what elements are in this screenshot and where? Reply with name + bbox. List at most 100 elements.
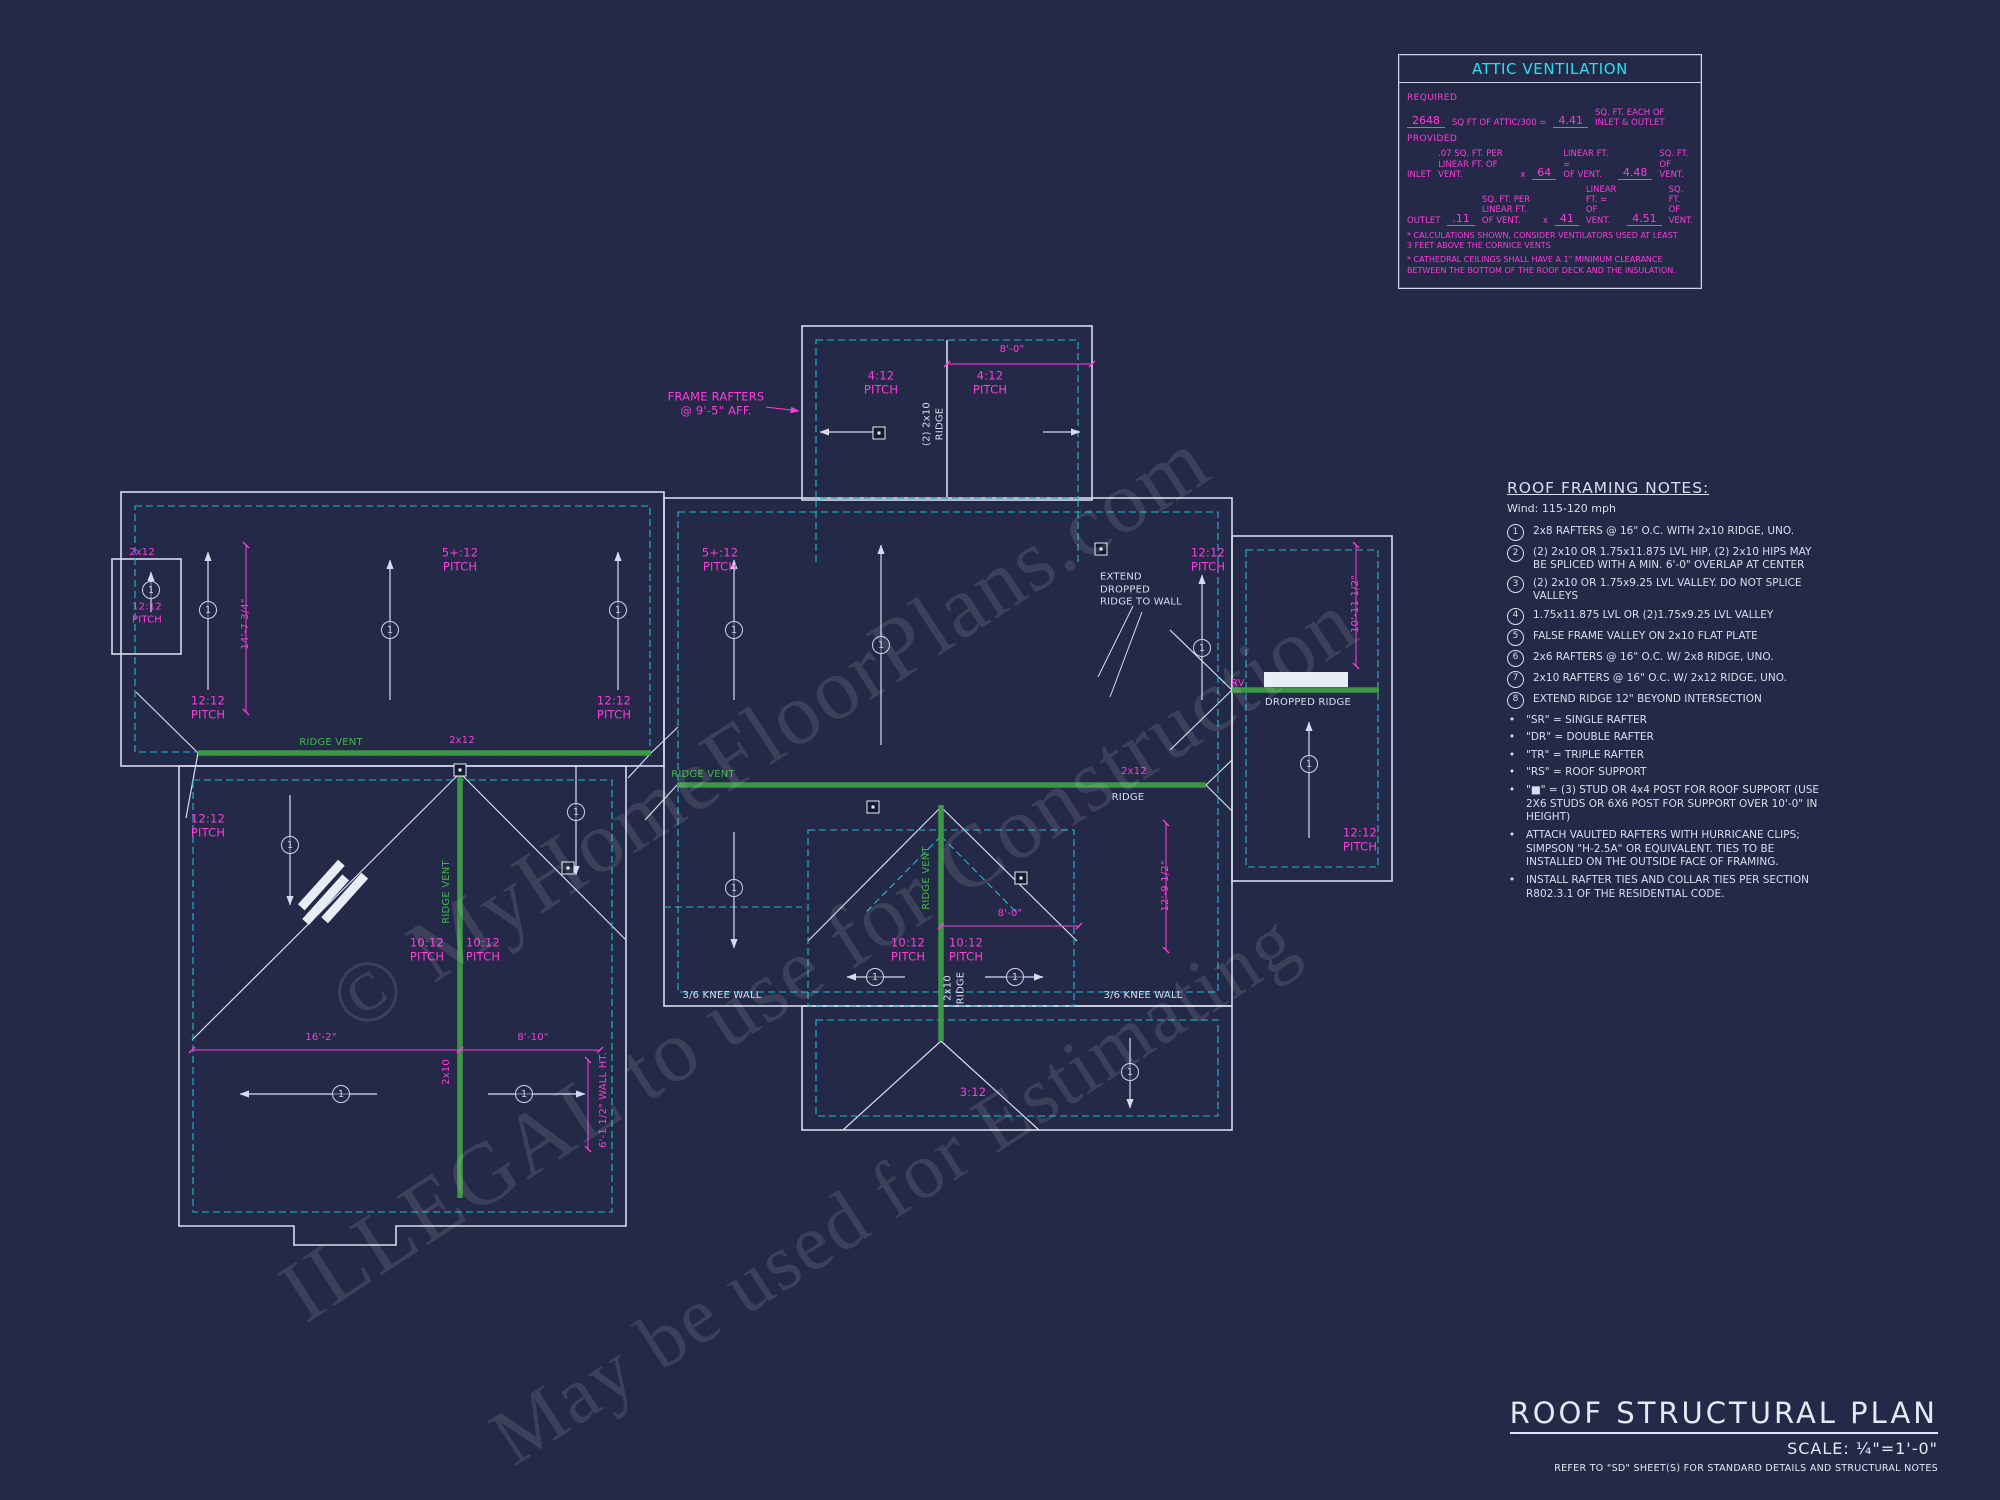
note-reference-marker: 1 — [567, 803, 585, 821]
note-text: FALSE FRAME VALLEY ON 2x10 FLAT PLATE — [1533, 629, 1758, 642]
bullet-icon: • — [1508, 713, 1516, 726]
roof-support-symbol — [872, 426, 886, 440]
bullet-icon: • — [1508, 828, 1516, 841]
plan-label: 5+:12 PITCH — [701, 545, 739, 574]
framing-note-item: 1 2x8 RAFTERS @ 16" O.C. WITH 2x10 RIDGE,… — [1507, 524, 1827, 541]
note-number-badge: 2 — [1507, 545, 1524, 562]
note-text: (2) 2x10 OR 1.75x9.25 LVL VALLEY. DO NOT… — [1533, 577, 1802, 603]
framing-notes-wind: Wind: 115-120 mph — [1507, 502, 1616, 515]
plan-label: 8'-0" — [997, 907, 1023, 919]
framing-bullets-list: •"SR" = SINGLE RAFTER•"DR" = DOUBLE RAFT… — [1507, 714, 1827, 902]
framing-bullet-item: •"TR" = TRIPLE RAFTER — [1507, 749, 1827, 763]
framing-bullet-item: •"■" = (3) STUD OR 4x4 POST FOR ROOF SUP… — [1507, 784, 1827, 825]
note-reference-marker: 1 — [866, 968, 884, 986]
note-reference-marker: 1 — [725, 879, 743, 897]
framing-notes-title: ROOF FRAMING NOTES: — [1507, 479, 1710, 497]
roof-support-dot — [566, 866, 570, 870]
note-number-badge: 3 — [1507, 576, 1524, 594]
plan-label: 2x12 — [449, 734, 475, 746]
attic-section-label: PROVIDED — [1407, 134, 1458, 145]
framing-note-item: 3 (2) 2x10 OR 1.75x9.25 LVL VALLEY. DO NO… — [1507, 576, 1827, 603]
note-reference-marker: 1 — [1193, 639, 1211, 657]
plan-label: 10:12 PITCH — [409, 935, 445, 964]
note-reference-marker: 1 — [1006, 968, 1024, 986]
ridge-vent-lines — [198, 687, 1379, 1198]
note-reference-marker: 1 — [199, 601, 217, 619]
attic-text: .07 SQ. FT. PER LINEAR FT. OF VENT. — [1438, 149, 1503, 180]
bullet-text: "■" = (3) STUD OR 4x4 POST FOR ROOF SUPP… — [1526, 784, 1820, 824]
bullet-icon: • — [1508, 748, 1516, 761]
roof-support-dot — [1099, 547, 1103, 551]
note-reference-marker: 1 — [381, 621, 399, 639]
dimension-lines — [188, 360, 1360, 1153]
framing-bullet-item: •"DR" = DOUBLE RAFTER — [1507, 731, 1827, 745]
note-number-badge: 5 — [1507, 628, 1524, 646]
bullet-text: INSTALL RAFTER TIES AND COLLAR TIES PER … — [1526, 873, 1809, 900]
framing-bullet-item: • INSTALL RAFTER TIES AND COLLAR TIES PER… — [1507, 874, 1827, 901]
plan-label: EXTEND DROPPED RIDGE TO WALL — [1100, 571, 1182, 608]
roof-support-symbol — [1014, 871, 1028, 885]
plan-label: 8'-0" — [999, 343, 1025, 355]
attic-footnote: * CALCULATIONS SHOWN, CONSIDER VENTILATO… — [1407, 230, 1678, 251]
attic-value: .11 — [1447, 213, 1475, 226]
attic-value: 64 — [1532, 167, 1557, 180]
bullet-text: "RS" = ROOF SUPPORT — [1526, 766, 1647, 779]
chimney-symbol — [297, 859, 369, 925]
framing-note-item: 5 FALSE FRAME VALLEY ON 2x10 FLAT PLATE — [1507, 628, 1827, 646]
plan-label: 5+:12 PITCH — [441, 545, 479, 574]
plan-label: 12:12 PITCH — [1342, 825, 1378, 854]
attic-text: x — [1520, 169, 1526, 180]
plan-label: 14'-7 3/4" — [239, 598, 251, 650]
plan-label: 3:12 — [959, 1084, 987, 1099]
plan-label: 2x12 — [129, 546, 155, 558]
plan-label: RIDGE VENT — [671, 768, 735, 780]
plan-label: (2) 2x10 RIDGE — [921, 402, 946, 446]
note-number-badge: 7 — [1507, 670, 1524, 688]
plan-label: 3/6 KNEE WALL — [682, 989, 762, 1001]
plan-label: 12:12 PITCH — [596, 693, 632, 722]
attic-value: 4.51 — [1627, 213, 1662, 226]
dropped-ridge-support — [1264, 672, 1348, 687]
framing-bullet-item: • "RS" = ROOF SUPPORT — [1507, 766, 1827, 780]
attic-value: 41 — [1554, 213, 1579, 226]
plan-label: 8'-10" — [517, 1031, 549, 1043]
plan-label: 12:12 PITCH — [190, 693, 226, 722]
plan-label: 10:12 PITCH — [890, 935, 926, 964]
framing-note-item: 2(2) 2x10 OR 1.75x11.875 LVL HIP, (2) 2x… — [1507, 545, 1827, 572]
framing-note-item: 7 2x10 RAFTERS @ 16" O.C. W/ 2x12 RIDGE, … — [1507, 670, 1827, 688]
note-reference-marker: 1 — [142, 581, 160, 599]
plan-label: 12:12 PITCH — [190, 811, 226, 840]
note-text: 2x8 RAFTERS @ 16" O.C. WITH 2x10 RIDGE, … — [1533, 525, 1795, 537]
sheet-title: ROOF STRUCTURAL PLAN — [1509, 1396, 1938, 1434]
note-reference-marker: 1 — [609, 601, 627, 619]
plan-label: RIDGE — [1111, 791, 1145, 803]
plan-label: 12:12 PITCH — [131, 601, 163, 626]
plan-label: 12:12 PITCH — [1190, 545, 1226, 574]
plan-label: 2x12 — [1121, 765, 1147, 777]
note-number-badge: 4 — [1507, 607, 1524, 625]
note-text: 2x10 RAFTERS @ 16" O.C. W/ 2x12 RIDGE, U… — [1533, 671, 1787, 684]
frame-rafters-leader — [765, 406, 800, 414]
attic-text: LINEAR FT. = OF VENT. — [1563, 149, 1609, 180]
bullet-icon: • — [1508, 873, 1516, 886]
roof-support-dot — [458, 768, 462, 772]
roof-support-symbol — [453, 763, 467, 777]
bullet-icon: • — [1508, 766, 1516, 779]
bullet-icon: • — [1508, 731, 1516, 744]
note-reference-marker: 1 — [1121, 1063, 1139, 1081]
roof-support-dot — [877, 431, 881, 435]
sheet-note: REFER TO "SD" SHEET(S) FOR STANDARD DETA… — [1554, 1463, 1938, 1474]
roof-support-symbol — [1094, 542, 1108, 556]
note-number-badge: 1 — [1507, 524, 1524, 541]
framing-notes-list: 1 2x8 RAFTERS @ 16" O.C. WITH 2x10 RIDGE,… — [1507, 524, 1827, 709]
roof-support-dot — [1019, 876, 1023, 880]
plan-label: RIDGE VENT — [920, 846, 932, 910]
